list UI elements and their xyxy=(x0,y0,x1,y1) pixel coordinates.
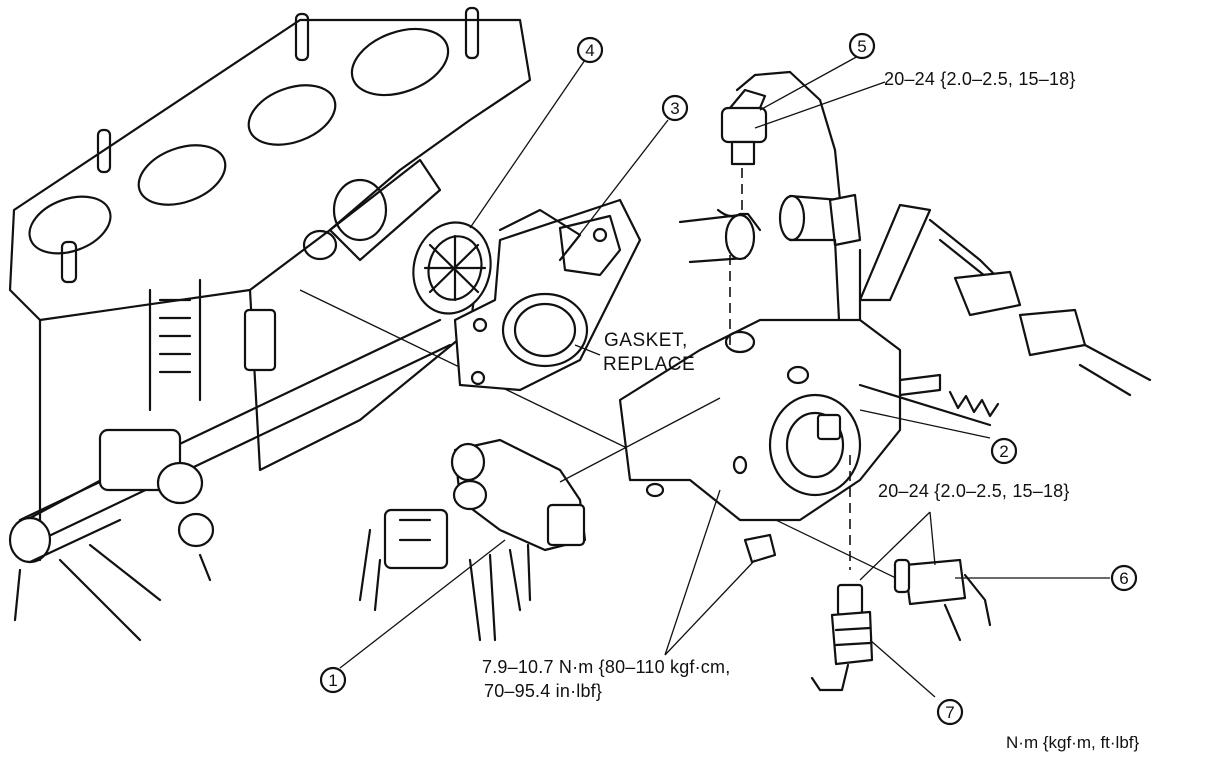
callout-leaders xyxy=(339,54,1110,698)
svg-text:2: 2 xyxy=(999,442,1008,461)
torque-label-bolts-line2: 70–95.4 in·lbf} xyxy=(484,681,603,701)
callout-2: 2 xyxy=(990,437,1018,465)
hoses xyxy=(678,193,1152,397)
water-outlet-housing xyxy=(618,250,1000,570)
iac-valve-part xyxy=(358,397,721,642)
temperature-sender-part xyxy=(893,558,992,642)
callout-3: 3 xyxy=(661,94,689,122)
svg-text:5: 5 xyxy=(857,37,866,56)
svg-text:6: 6 xyxy=(1119,569,1128,588)
gasket-note-line2: REPLACE xyxy=(603,354,696,375)
svg-text:7: 7 xyxy=(945,703,954,722)
svg-text:1: 1 xyxy=(328,671,337,690)
torque-label-bolts-line1: 7.9–10.7 N·m {80–110 kgf·cm, xyxy=(482,657,731,677)
callout-4: 4 xyxy=(576,36,604,64)
temperature-sensor-part xyxy=(810,583,874,692)
torque-label-sensor-6: 20–24 {2.0–2.5, 15–18} xyxy=(878,481,1070,501)
temperature-switch-part xyxy=(720,70,842,240)
callout-markers: 1 2 3 4 5 6 7 xyxy=(319,32,1138,726)
callout-7: 7 xyxy=(936,698,964,726)
svg-text:3: 3 xyxy=(670,99,679,118)
callout-5: 5 xyxy=(848,32,876,60)
svg-text:4: 4 xyxy=(585,41,594,60)
units-legend: N·m {kgf·m, ft·lbf} xyxy=(1006,733,1140,752)
intake-manifold xyxy=(8,6,901,642)
callout-6: 6 xyxy=(1110,564,1138,592)
gasket-note-line1: GASKET, xyxy=(604,330,688,351)
thermostat-part xyxy=(412,221,492,315)
torque-label-sensor-5: 20–24 {2.0–2.5, 15–18} xyxy=(884,69,1076,89)
callout-1: 1 xyxy=(319,666,347,694)
